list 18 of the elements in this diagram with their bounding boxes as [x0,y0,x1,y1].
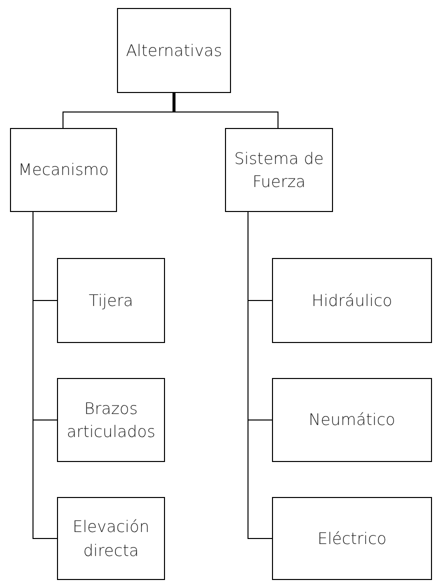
hierarchy-box [272,497,432,580]
hierarchy-box [225,128,333,212]
node-label: Hidráulico [312,290,392,312]
node-label: Elevación directa [72,516,150,562]
hierarchy-box [272,258,432,343]
node-label: Brazos articulados [66,398,156,443]
hierarchy-box [57,258,165,343]
node-label: Eléctrico [317,528,387,550]
hierarchy-box [272,378,432,462]
node-label: Sistema de Fuerza [234,148,324,193]
node-label: Tijera [88,290,134,312]
hierarchy-box [10,128,117,212]
hierarchy-box [57,378,165,462]
node-label: Alternativas [126,40,222,62]
hierarchy-box [117,8,231,93]
hierarchy-box [57,497,165,580]
node-label: Neumático [308,409,396,432]
node-label: Mecanismo [18,159,109,182]
